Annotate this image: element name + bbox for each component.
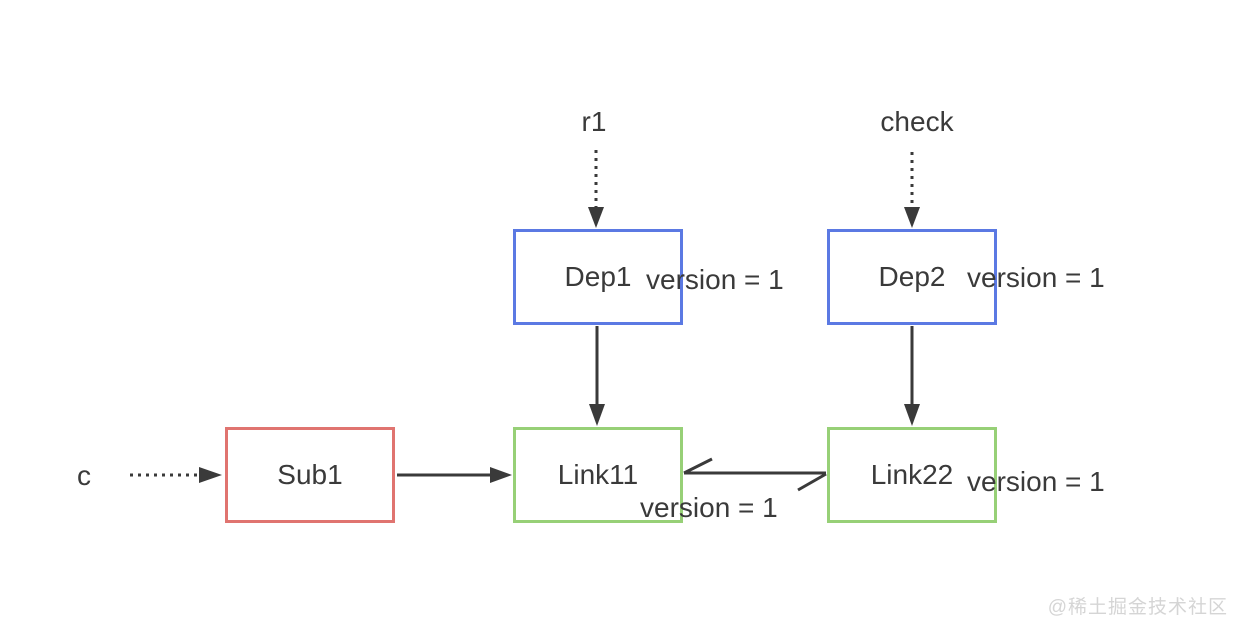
node-dep2: Dep2 <box>827 229 997 325</box>
arrowhead-icon <box>904 404 920 426</box>
sub1-link11-arrow <box>397 467 512 483</box>
arrowhead-icon <box>588 207 604 228</box>
arrowhead-icon <box>199 467 222 483</box>
dep1-version-label: version = 1 <box>646 264 784 295</box>
dep2-link22-arrow <box>904 326 920 426</box>
node-link22: Link22 <box>827 427 997 523</box>
dep1-link11-arrow <box>589 326 605 426</box>
arrowhead-icon <box>490 467 512 483</box>
dep2-version-label: version = 1 <box>967 262 1105 293</box>
edge-label-r1: r1 <box>581 106 607 137</box>
edge-label-c: c <box>77 460 91 491</box>
arrowhead-icon <box>589 404 605 426</box>
r1-dotted-arrow <box>588 150 604 228</box>
open-arrowhead-icon <box>683 457 713 475</box>
link22-version-label: version = 1 <box>967 466 1105 497</box>
c-dotted-arrow <box>130 467 222 483</box>
node-link22-label: Link22 <box>870 459 954 490</box>
node-dep2-label: Dep2 <box>878 261 946 292</box>
node-sub1: Sub1 <box>225 427 395 523</box>
arrowhead-icon <box>904 207 920 228</box>
node-sub1-label: Sub1 <box>277 459 343 490</box>
edge-label-check: check <box>880 106 954 137</box>
check-dotted-arrow <box>904 152 920 228</box>
node-link11: Link11 <box>513 427 683 523</box>
link11-link22-arrow <box>683 457 827 492</box>
node-dep1-label: Dep1 <box>564 261 632 292</box>
link11-version-label: version = 1 <box>640 492 778 523</box>
open-arrowhead-icon <box>797 472 827 492</box>
watermark: @稀土掘金技术社区 <box>1047 597 1228 618</box>
node-link11-label: Link11 <box>557 459 639 490</box>
node-dep1: Dep1 <box>513 229 683 325</box>
